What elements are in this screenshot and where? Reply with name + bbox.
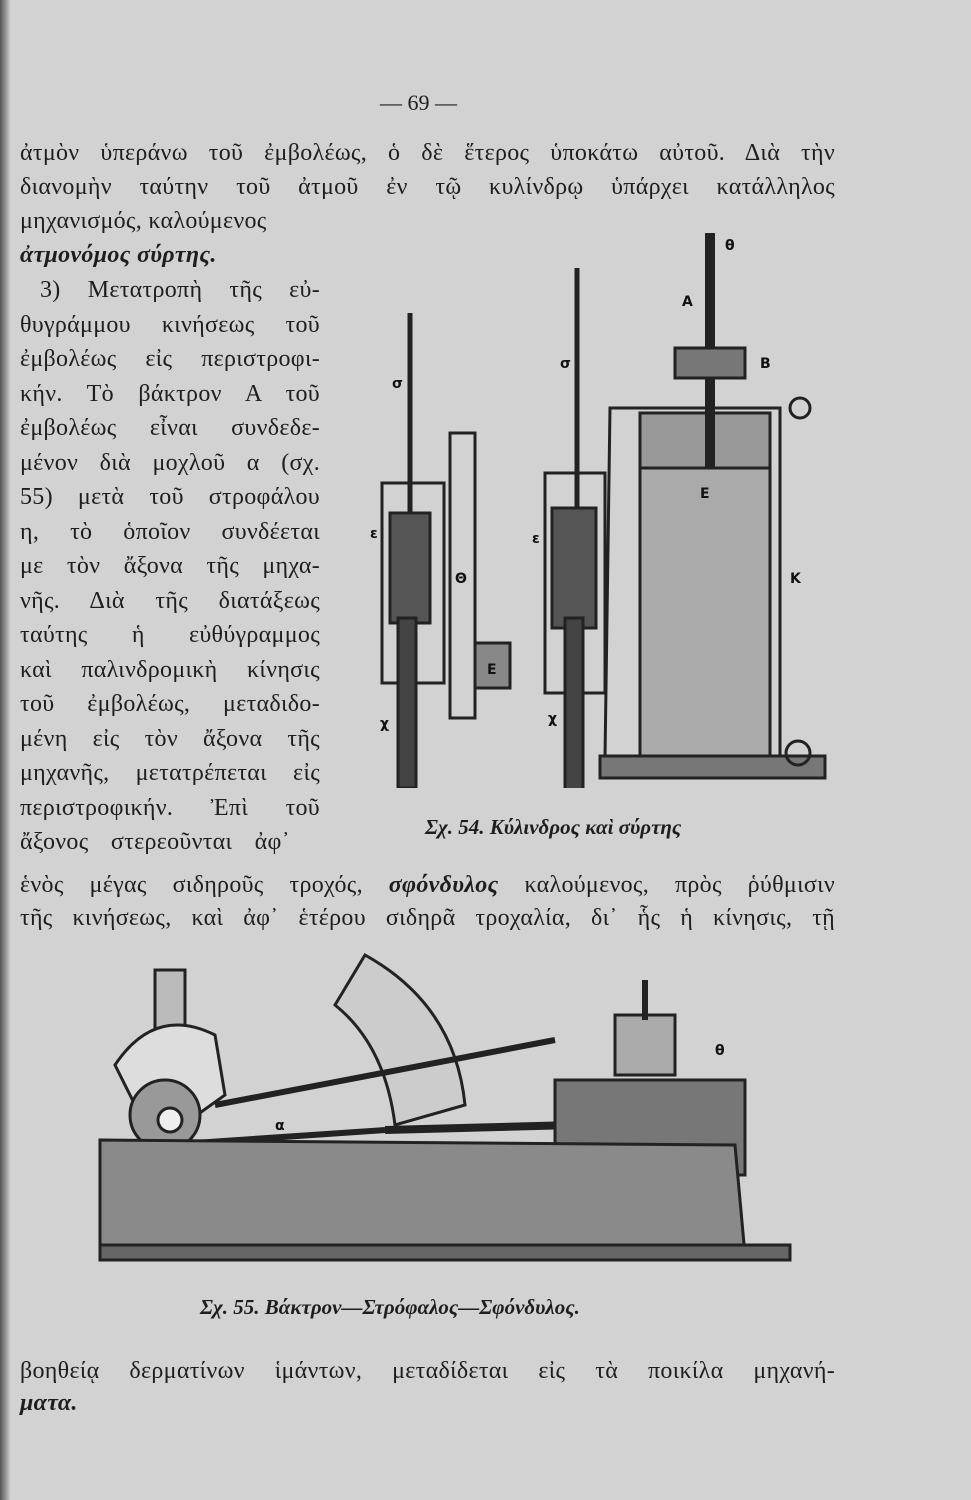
fig54-label: Ε [487,662,497,678]
fig54-label: Β [760,356,771,372]
text-line: ἐμβολέως εἶναι συνδεδε- [20,415,320,441]
page-binding-edge [0,0,10,1500]
text-line: ἑνὸς μέγας σιδηροῦς τροχός, σφόνδυλος κα… [20,872,835,899]
figure-55-steam-engine: α θ [98,952,792,1262]
bold-term-flywheel: σφόνδυλος [388,872,499,898]
text-line: τοῦ ἐμβολέως, μεταδιδο- [20,691,320,717]
text-line: νῆς. Διὰ τῆς διατάξεως [20,587,320,614]
fig55-label: α [275,1118,285,1134]
caption-number: Σχ. 54. [425,815,485,839]
fig54-label: Ε [700,486,710,502]
text-line: μένον διὰ μοχλοῦ α (σχ. [20,449,320,476]
fig54-label: Α [682,294,693,310]
text-line: περιστροφικήν. Ἐπὶ τοῦ [20,794,320,821]
text-line: ταύτης ἡ εὐθύγραμμος [20,622,320,648]
caption-text: Κύλινδρος καὶ σύρτης [489,815,682,839]
text-line: μηχανισμός, καλούμενος [20,208,267,234]
fig54-label: Θ [455,571,467,587]
text-line: καὶ παλινδρομικὴ κίνησις [20,656,320,683]
text-line: διανομὴν ταύτην τοῦ ἀτμοῦ ἐν τῷ κυλίνδρῳ… [20,174,835,200]
fig54-label: χ [380,716,389,732]
text-line: θυγράμμου κινήσεως τοῦ [20,311,320,338]
text-line: μένη εἰς τὸν ἄξονα τῆς [20,725,320,752]
text-line: 3) Μετατροπὴ τῆς εὐ- [40,277,320,303]
text-line: ἀτμὸν ὑπεράνω τοῦ ἐμβολέως, ὁ δὲ ἕτερος … [20,140,835,166]
text-span: ἑνὸς μέγας σιδηροῦς τροχός, [20,872,363,898]
caption-number: Σχ. 55. [200,1295,260,1319]
text-line: με τὸν ἄξονα τῆς μηχα- [20,553,320,579]
text-line: ἐμβολέως εἰς περιστροφι- [20,346,320,372]
caption-text: Βάκτρον—Στρόφαλος—Σφόνδυλος. [264,1295,580,1319]
fig54-label: θ [725,238,735,254]
fig54-label: χ [548,711,557,727]
fig54-label: σ [560,356,571,372]
figure-54-cylinder-slide-valve: σ ε χ Θ Ε σ ε χ Α Β Ε Κ θ [370,233,827,788]
fig54-label: Κ [790,571,802,587]
text-line: 55) μετὰ τοῦ στροφάλου [20,484,320,510]
text-line: η, τὸ ὁποῖον συνδέεται [20,518,320,545]
text-line: μηχανῆς, μετατρέπεται εἰς [20,760,320,786]
text-line: βοηθείᾳ δερματίνων ἱμάντων, μεταδίδεται … [20,1358,835,1384]
fig54-label: σ [392,376,403,392]
text-line: τῆς κινήσεως, καὶ ἀφ᾽ ἑτέρου σιδηρᾶ τροχ… [20,905,835,931]
text-line: κήν. Τὸ βάκτρον Α τοῦ [20,380,320,407]
text-span: καλούμενος, πρὸς ῥύθμισιν [524,872,835,898]
figure-55-caption: Σχ. 55. Βάκτρον—Στρόφαλος—Σφόνδυλος. [200,1295,580,1320]
page-number: — 69 — [380,90,457,115]
fig55-label: θ [715,1043,725,1059]
fig54-label: ε [370,526,378,542]
text-line: ἄξονος στερεοῦνται ἀφ᾽ [20,829,290,855]
figure-54-caption: Σχ. 54. Κύλινδρος καὶ σύρτης [425,815,681,840]
text-line-bold: ματα. [20,1390,78,1416]
fig54-label: ε [532,531,540,547]
bold-term: ἀτμονόμος σύρτης. [20,242,217,268]
